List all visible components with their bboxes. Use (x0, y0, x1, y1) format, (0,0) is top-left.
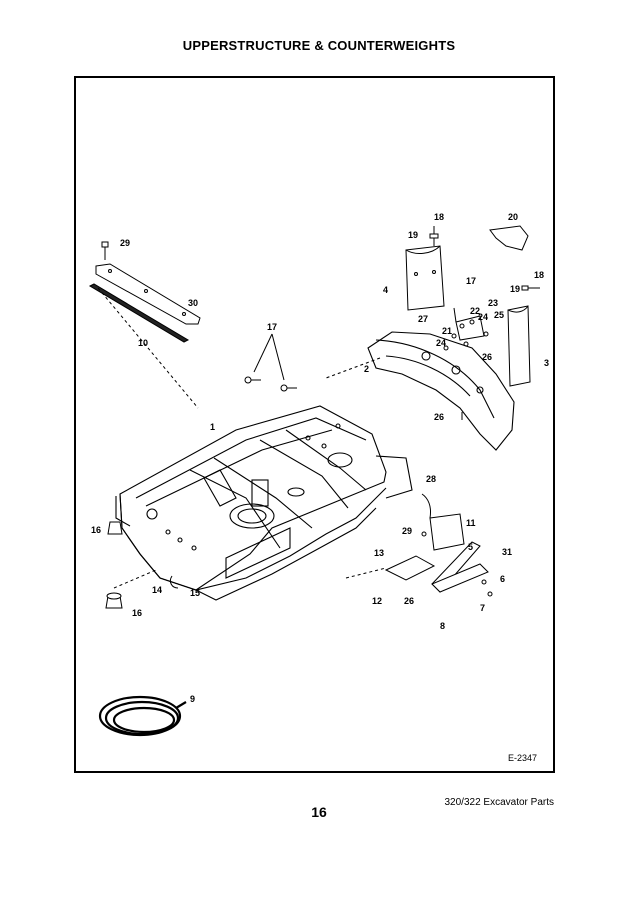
svg-text:17: 17 (267, 322, 277, 332)
part-29-bolt (101, 241, 109, 260)
part-14-15-hose (113, 569, 179, 589)
svg-text:27: 27 (418, 314, 428, 324)
svg-text:20: 20 (508, 212, 518, 222)
svg-text:9: 9 (190, 694, 195, 704)
part-5-31-8-cover (421, 531, 493, 597)
svg-text:6: 6 (500, 574, 505, 584)
svg-text:1: 1 (210, 422, 215, 432)
part-17-bolts (244, 333, 297, 392)
part-4-cover (405, 245, 445, 311)
svg-text:21: 21 (442, 326, 452, 336)
svg-text:14: 14 (152, 585, 162, 595)
page-number: 16 (311, 804, 327, 820)
footer-manual-title: 320/322 Excavator Parts (444, 797, 554, 808)
svg-text:26: 26 (482, 352, 492, 362)
svg-text:29: 29 (120, 238, 130, 248)
page-title: UPPERSTRUCTURE & COUNTERWEIGHTS (182, 38, 456, 53)
svg-text:31: 31 (502, 547, 512, 557)
part-18-19-bolts (429, 226, 540, 291)
svg-text:19: 19 (510, 284, 520, 294)
svg-text:16: 16 (132, 608, 142, 618)
svg-text:19: 19 (408, 230, 418, 240)
svg-text:24: 24 (478, 312, 488, 322)
svg-text:5: 5 (468, 542, 473, 552)
figure-reference: E-2347 (507, 753, 537, 763)
svg-text:22: 22 (470, 306, 480, 316)
svg-text:29: 29 (402, 526, 412, 536)
part-11-bracket (429, 513, 465, 551)
svg-text:3: 3 (544, 358, 549, 368)
svg-text:25: 25 (494, 310, 504, 320)
svg-text:16: 16 (91, 525, 101, 535)
exploded-parts-diagram: 29 30 10 17 1 16 14 15 16 9 18 20 19 4 1… (88, 212, 549, 737)
svg-text:2: 2 (364, 364, 369, 374)
svg-text:13: 13 (374, 548, 384, 558)
part-20-bracket (489, 225, 529, 251)
part-1-upper-frame (115, 405, 413, 601)
part-10-seal (88, 283, 190, 343)
part-30-strip (95, 263, 201, 325)
svg-text:7: 7 (480, 603, 485, 613)
part-12-plate (345, 555, 436, 581)
svg-text:24: 24 (436, 338, 446, 348)
svg-text:18: 18 (434, 212, 444, 222)
svg-text:26: 26 (404, 596, 414, 606)
svg-text:8: 8 (440, 621, 445, 631)
svg-text:15: 15 (190, 588, 200, 598)
callout-labels: 29 30 10 17 1 16 14 15 16 9 18 20 19 4 1… (91, 212, 549, 704)
svg-text:30: 30 (188, 298, 198, 308)
svg-text:28: 28 (426, 474, 436, 484)
svg-text:26: 26 (434, 412, 444, 422)
svg-text:4: 4 (383, 285, 388, 295)
svg-text:11: 11 (466, 518, 476, 528)
part-16-bumper (105, 521, 123, 609)
svg-text:23: 23 (488, 298, 498, 308)
diagram-frame: 29 30 10 17 1 16 14 15 16 9 18 20 19 4 1… (74, 76, 555, 773)
part-3-side-cover (507, 305, 531, 387)
svg-text:18: 18 (534, 270, 544, 280)
svg-text:12: 12 (372, 596, 382, 606)
small-hardware-21-27 (443, 307, 489, 420)
part-28-strap (421, 493, 431, 519)
svg-text:17: 17 (466, 276, 476, 286)
part-2-counterweight (325, 331, 515, 451)
part-9-hose-coil (98, 695, 187, 737)
svg-text:10: 10 (138, 338, 148, 348)
